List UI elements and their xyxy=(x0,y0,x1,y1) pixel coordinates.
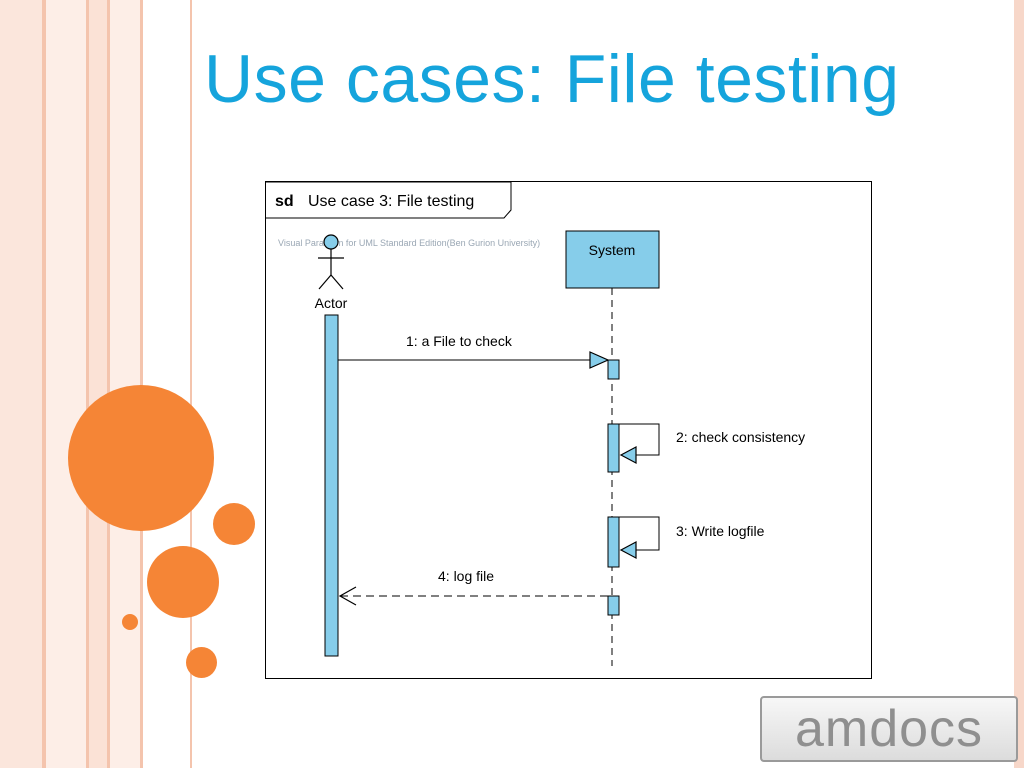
message-3-label: 3: Write logfile xyxy=(676,523,765,539)
frame-keyword: sd xyxy=(275,193,294,210)
message-2-label: 2: check consistency xyxy=(676,429,805,445)
message-1-label: 1: a File to check xyxy=(406,333,513,349)
message-2-line xyxy=(619,423,660,456)
system-lifeline-box xyxy=(565,230,660,289)
message-4-label: 4: log file xyxy=(438,568,494,584)
sequence-diagram-svg: sd Use case 3: File testing Visual Parad… xyxy=(266,182,805,666)
decorative-right-stripe xyxy=(1014,0,1024,768)
logo-text: amdocs xyxy=(794,700,984,758)
amdocs-logo: amdocs xyxy=(760,696,1018,762)
message-3-line xyxy=(619,516,660,551)
system-activation-1 xyxy=(607,359,620,380)
message-3-arrowhead xyxy=(619,541,637,559)
decorative-stripes xyxy=(0,0,200,768)
message-4-arrowhead xyxy=(338,586,357,606)
slide-title: Use cases: File testing xyxy=(204,41,900,117)
actor-label: Actor xyxy=(315,295,348,311)
system-activation-3 xyxy=(607,516,620,568)
frame-tab xyxy=(266,182,512,219)
actor-activation-bar xyxy=(324,314,339,657)
message-2-arrowhead xyxy=(619,446,637,464)
sequence-diagram: sd Use case 3: File testing Visual Parad… xyxy=(265,181,872,679)
frame-title: Use case 3: File testing xyxy=(308,193,474,210)
system-label: System xyxy=(589,242,636,258)
message-1-arrowhead xyxy=(589,351,610,369)
decorative-circle-large xyxy=(68,385,214,531)
decorative-circle-small xyxy=(213,503,255,545)
watermark: Visual Paradigm for UML Standard Edition… xyxy=(278,238,540,248)
decorative-circle-tiny xyxy=(122,614,138,630)
decorative-circle-medium xyxy=(147,546,219,618)
actor-icon xyxy=(318,234,344,290)
decorative-circle-small-2 xyxy=(186,647,217,678)
system-activation-4 xyxy=(607,595,620,616)
system-activation-2 xyxy=(607,423,620,473)
